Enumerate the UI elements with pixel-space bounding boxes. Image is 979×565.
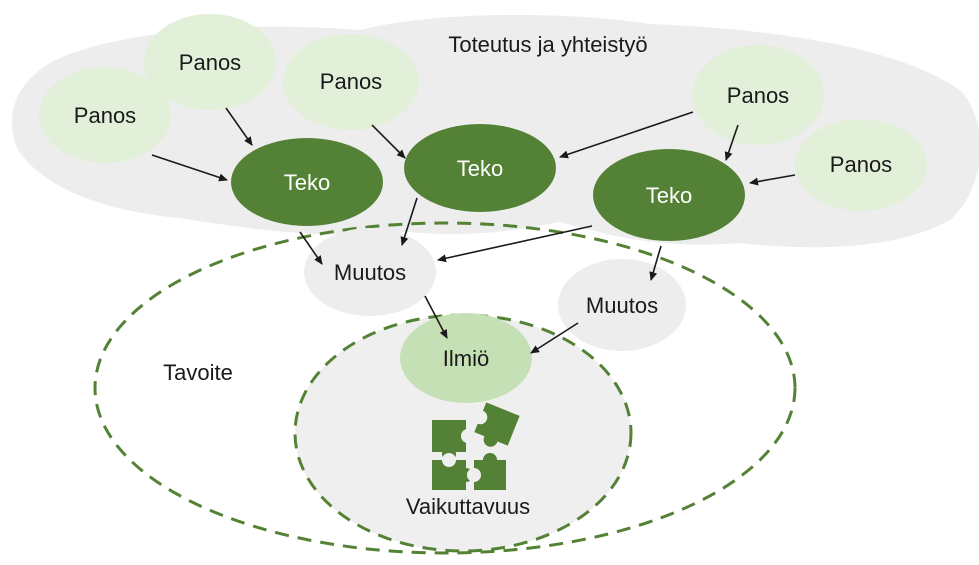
panos-node-3-label: Panos (320, 69, 382, 94)
puzzle-pieces-icon (432, 402, 520, 490)
arrow-teko3-muutos2 (649, 245, 662, 281)
panos-node-4-shape (692, 45, 824, 145)
teko-node-3-label: Teko (646, 183, 692, 208)
arrow-panos4-teko3 (724, 124, 739, 161)
panos-node-5-label: Panos (830, 152, 892, 177)
arrows (151, 107, 796, 354)
arrow-panos4-teko2 (559, 111, 694, 159)
panos-node-4-label: Panos (727, 83, 789, 108)
panos-node-2-shape (144, 14, 276, 110)
arrow-muutos2-ilmio (530, 322, 579, 354)
goal-ellipse (93, 221, 797, 555)
arrow-panos5-teko3 (749, 174, 796, 186)
teko-node-1-label: Teko (284, 170, 330, 195)
arrow-panos2-teko1 (225, 107, 253, 146)
teko-node-3-shape (593, 149, 745, 241)
arrow-muutos1-ilmio (424, 295, 448, 339)
teko-node-2-shape (404, 124, 556, 212)
muutos-node-2-label: Muutos (586, 293, 658, 318)
impact-label: Vaikuttavuus (406, 494, 530, 519)
ilmio-node-label: Ilmiö (443, 346, 489, 371)
muutos-node-1-shape (304, 228, 436, 316)
panos-node-5-shape (795, 119, 927, 211)
panos-node-1-shape (39, 67, 171, 163)
teko-node-2-label: Teko (457, 156, 503, 181)
arrow-teko1-muutos1 (299, 231, 323, 265)
arrow-panos3-teko2 (371, 124, 406, 159)
panos-node-1-label: Panos (74, 103, 136, 128)
muutos-node-1-label: Muutos (334, 260, 406, 285)
muutos-node-2-shape (558, 259, 686, 351)
panos-node-2-label: Panos (179, 50, 241, 75)
arrow-panos1-teko1 (151, 154, 228, 182)
teko-node-1-shape (231, 138, 383, 226)
ilmio-node-shape (400, 313, 532, 403)
arrow-teko3-muutos1 (437, 225, 593, 263)
goal-label: Tavoite (163, 360, 233, 385)
panos-node-3-shape (283, 34, 419, 130)
area-label: Toteutus ja yhteistyö (448, 32, 647, 57)
arrow-teko2-muutos1 (400, 197, 418, 246)
